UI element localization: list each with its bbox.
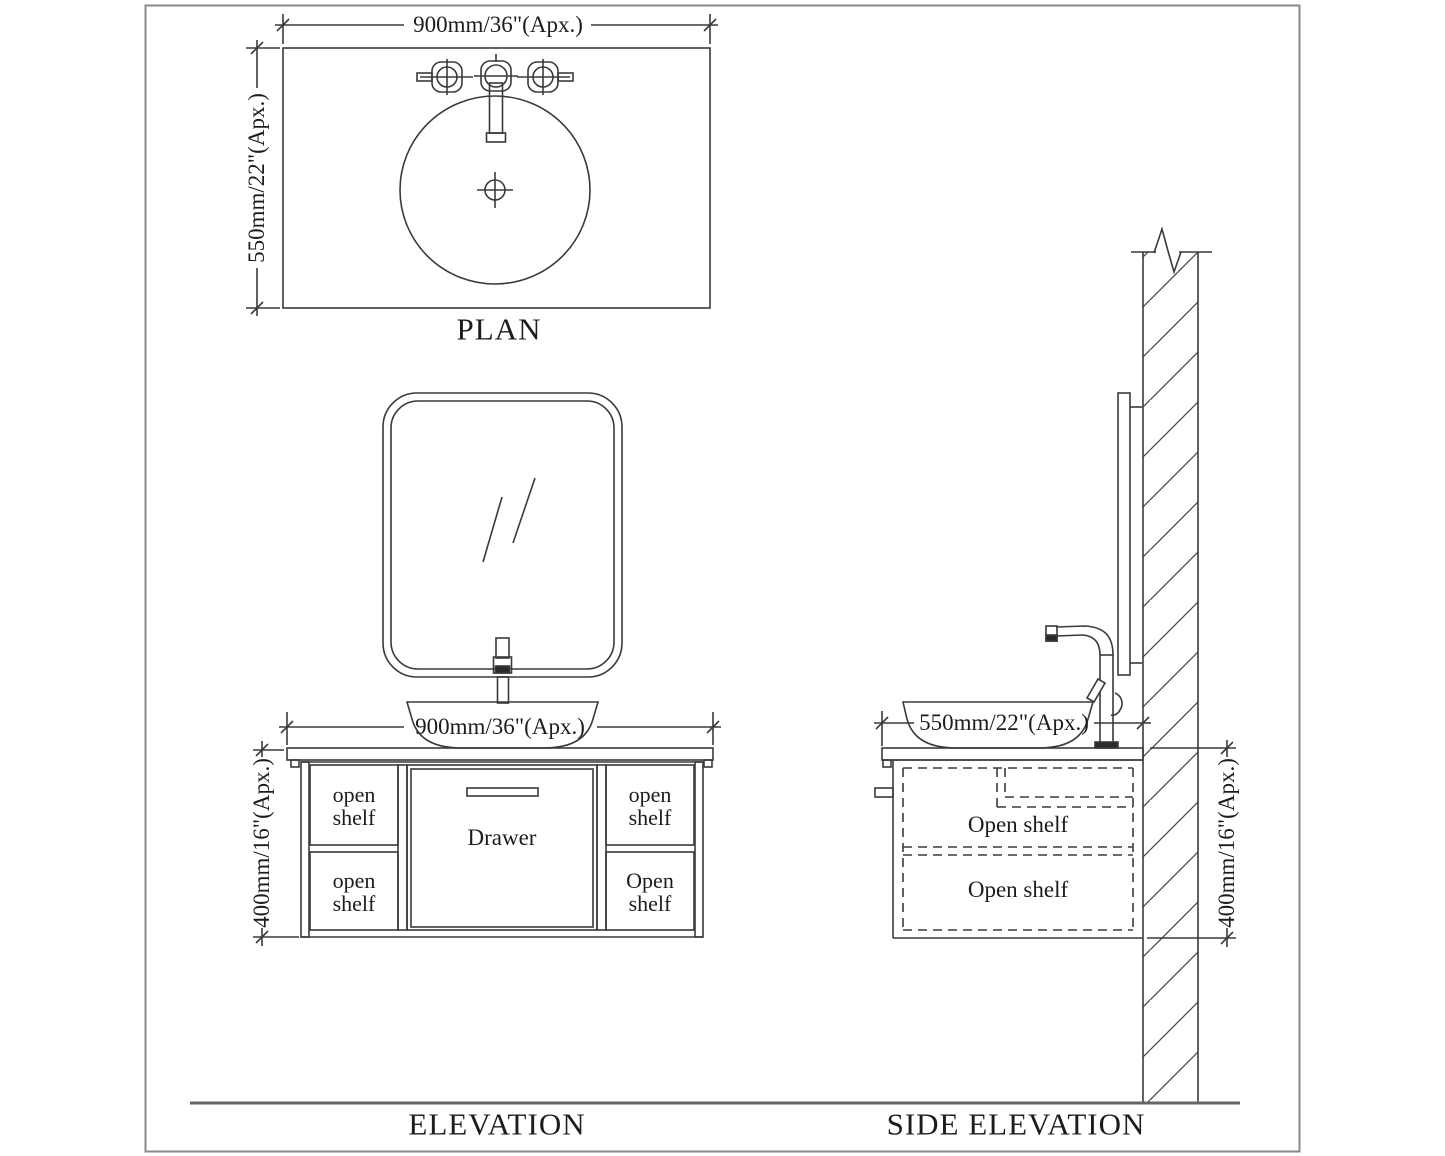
plan-depth-dimension: 550mm/22"(Apx.)	[243, 93, 269, 263]
elevation-countertop	[286, 747, 714, 768]
elevation-width-dimension-line	[279, 712, 721, 745]
plan-depth-dimension-line	[246, 40, 280, 316]
plan-sink-basin	[399, 95, 591, 285]
plan-countertop	[282, 47, 711, 309]
page-border	[144, 4, 1301, 1153]
wall-break-symbol	[1153, 226, 1182, 275]
elevation-height-dimension: 400mm/16"(Apx.)	[248, 758, 274, 928]
open-shelf-label-top-left: open shelf	[332, 781, 376, 830]
cabinet-mid-right-stile	[596, 764, 607, 931]
side-height-dimension: 400mm/16"(Apx.)	[1213, 758, 1239, 928]
plan-faucet-handle-left	[416, 59, 473, 95]
open-shelf-label-bottom-right: Open shelf	[626, 867, 674, 916]
side-open-shelf-label-lower: Open shelf	[967, 876, 1069, 902]
side-countertop	[881, 747, 1144, 768]
cabinet-left-stile	[300, 761, 310, 938]
cabinet-mid-left-stile	[397, 764, 408, 931]
elevation-faucet	[492, 637, 513, 704]
drawer-handle	[466, 787, 539, 797]
plan-width-dimension: 900mm/36"(Apx.)	[413, 11, 583, 37]
side-depth-dimension: 550mm/22"(Apx.)	[919, 709, 1089, 735]
mirror-glass-marks	[482, 477, 536, 563]
elevation-width-dimension: 900mm/36"(Apx.)	[415, 713, 585, 739]
side-drawer-handle	[874, 787, 894, 798]
drawer-front	[410, 768, 594, 928]
side-depth-dimension-line	[874, 711, 1151, 746]
side-height-dimension-line	[1147, 740, 1236, 947]
open-shelf-bottom-right	[605, 851, 695, 931]
side-cabinet-hidden-lines	[902, 767, 1134, 931]
mirror-side-profile	[1117, 392, 1142, 676]
open-shelf-top-left	[309, 764, 399, 846]
side-faucet-lever	[1085, 677, 1107, 704]
drawer-opening	[406, 764, 598, 931]
open-shelf-bottom-left	[309, 851, 399, 931]
plan-faucet-handle-right	[517, 59, 574, 95]
open-shelf-label-bottom-left: open shelf	[332, 867, 376, 916]
elevation-view-title: ELEVATION	[408, 1106, 586, 1142]
plan-view-title: PLAN	[456, 311, 542, 347]
plan-faucet-spout	[474, 54, 518, 143]
cabinet-right-stile	[694, 761, 704, 938]
side-open-shelf-label-upper: Open shelf	[967, 811, 1069, 837]
drawer-label: Drawer	[467, 824, 537, 850]
wall-section	[1131, 226, 1212, 1103]
side-elevation-view-title: SIDE ELEVATION	[886, 1106, 1146, 1142]
open-shelf-label-top-right: open shelf	[628, 781, 672, 830]
plan-drain-icon	[477, 172, 513, 208]
mirror	[382, 392, 623, 678]
side-faucet-hook	[1110, 692, 1123, 717]
elevation-cabinet	[300, 761, 704, 938]
elevation-view	[253, 392, 721, 946]
elevation-height-dimension-line	[253, 741, 299, 946]
side-faucet	[1045, 625, 1123, 749]
open-shelf-top-right	[605, 764, 695, 846]
side-elevation-view	[874, 226, 1236, 1103]
side-cabinet	[874, 759, 1143, 939]
plan-width-dimension-line	[275, 14, 718, 44]
plan-view	[246, 14, 718, 316]
